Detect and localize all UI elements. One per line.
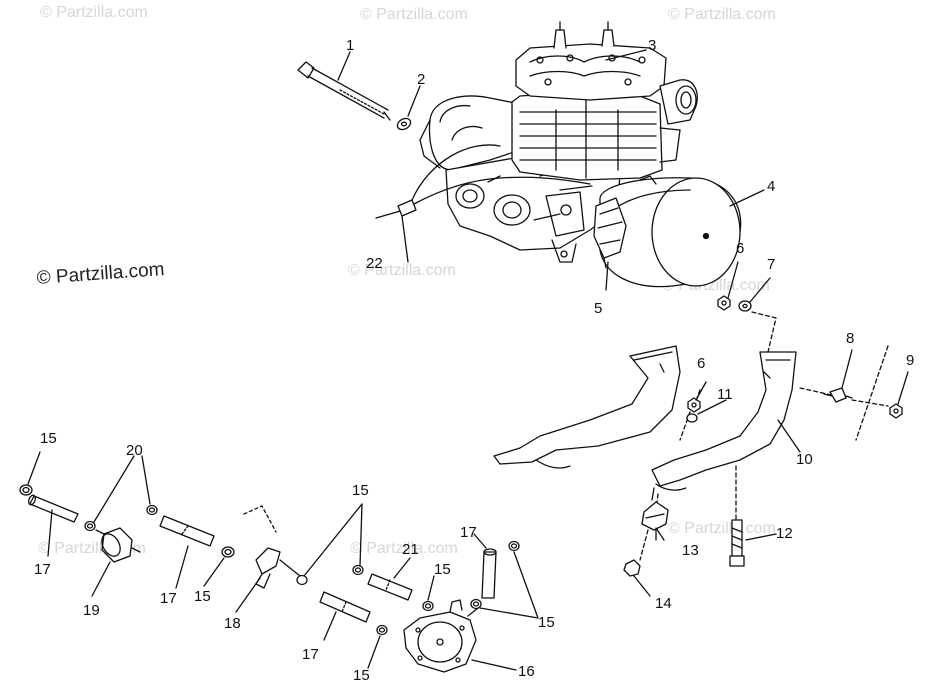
clamp-15-valve [296,574,308,586]
callout-21: 21 [402,541,419,558]
hose-17-mid [159,515,215,547]
callout-10: 10 [796,451,813,468]
nut-washer-lower [686,397,701,423]
hose-17-upright [481,548,497,599]
clamp-15-mid [221,546,235,558]
callout-15: 15 [194,588,211,605]
fuel-filter-part [95,527,141,563]
fuel-pump-part [403,599,479,673]
callout-8: 8 [846,330,855,347]
callout-17: 17 [460,524,477,541]
callout-17: 17 [34,561,51,578]
callout-12: 12 [776,525,793,542]
callout-13: 13 [682,542,699,559]
callout-6: 6 [736,240,745,257]
bracket-left [493,345,681,469]
callout-4: 4 [767,178,776,195]
callout-19: 19 [83,602,100,619]
bolt-part [297,61,391,121]
washer-part [396,117,412,131]
leader-lines [27,49,909,671]
callout-14: 14 [655,595,672,612]
clamp-15-left [19,484,33,496]
callout-3: 3 [648,37,657,54]
hose-17-left [28,494,79,523]
engine-part [419,21,698,263]
watermark: © Partzilla.com [668,520,776,537]
clamp-15-right [422,600,434,612]
callout-6-lower: 6 [697,355,706,372]
mount-part [641,487,669,541]
callout-22: 22 [366,255,383,272]
clamp-15-upper [352,564,364,576]
silencer-part [599,175,742,288]
watermark: © Partzilla.com [668,6,776,23]
callout-16: 16 [518,663,535,680]
callout-15: 15 [353,667,370,684]
callout-17: 17 [160,590,177,607]
callout-2: 2 [417,71,426,88]
callout-20: 20 [126,442,143,459]
cable-part [375,144,591,219]
clamp-15-pump [470,540,520,610]
stud-part [823,387,853,403]
bolt-part-12 [729,519,745,567]
callout-15: 15 [434,561,451,578]
callout-9: 9 [906,352,915,369]
callout-15: 15 [352,482,369,499]
bracket-right [651,351,797,491]
nut-washer-upper [717,295,752,312]
valve-part [243,505,301,589]
hose-21 [367,573,413,601]
nut-part-9 [889,403,903,419]
callout-5: 5 [594,300,603,317]
callout-1: 1 [346,37,355,54]
callout-15: 15 [40,430,57,447]
watermark: © Partzilla.com [360,6,468,23]
clamp-20 [84,504,158,532]
callout-17: 17 [302,646,319,663]
clamp-part [593,197,627,269]
watermark: © Partzilla.com [40,4,148,21]
watermark: © Partzilla.com [348,262,456,279]
hose-17-lower [319,591,371,623]
watermark: © Partzilla.com [350,540,458,557]
nut-part-14 [623,559,641,577]
clamp-15-bottom [376,624,388,636]
callout-18: 18 [224,615,241,632]
callout-7: 7 [767,256,776,273]
callout-11: 11 [717,386,733,403]
callout-15: 15 [538,614,555,631]
